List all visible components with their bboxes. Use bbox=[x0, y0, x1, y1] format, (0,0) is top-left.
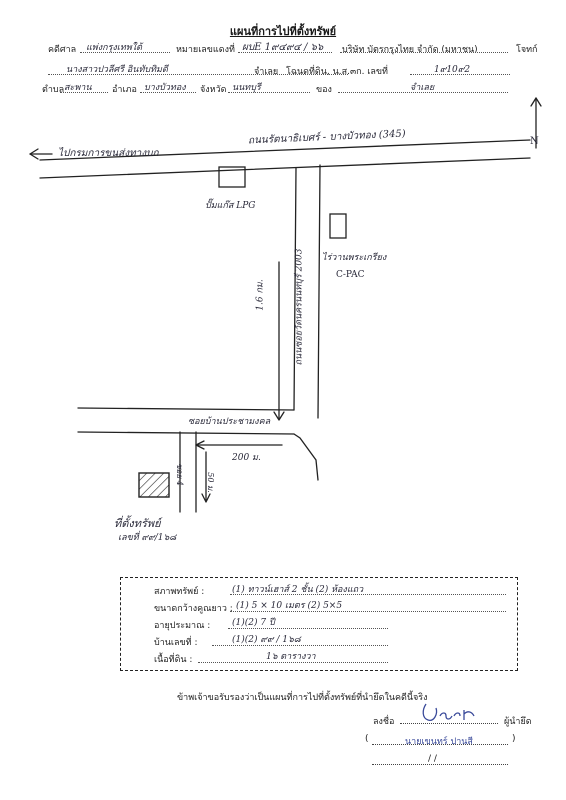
district-label: อำเภอ bbox=[112, 85, 137, 95]
deed-label: โฉนดที่ดิน, น.ส.๓ก. เลขที่ bbox=[286, 67, 388, 77]
close-paren: ) bbox=[512, 734, 516, 744]
type-label: สภาพทรัพย์ : bbox=[154, 587, 205, 597]
north-label: N bbox=[530, 136, 539, 147]
size-label: ขนาดกว้างคูณยาว : bbox=[154, 604, 233, 614]
soi-bottom-edge bbox=[77, 431, 295, 435]
side-road-label: ถนนซอยวัดนครนนทบุรี 2003 bbox=[294, 248, 305, 366]
house-number-field-label: บ้านเลขที่ : bbox=[154, 638, 198, 648]
case-number-value: ผบE 1๙๔๙๔ / ๖๖ bbox=[242, 42, 324, 53]
house-number-value: (1)(2) ๙๙ / 1๖๘ bbox=[232, 635, 301, 645]
province-label: จังหวัด bbox=[200, 85, 227, 95]
soi-distance: 200 ม. bbox=[232, 453, 261, 463]
side-road-distance: 1.6 กม. bbox=[255, 279, 266, 311]
province-value: นนทบุรี bbox=[232, 83, 261, 93]
plaintiff-label: โจทก์ bbox=[516, 45, 538, 55]
restaurant-box bbox=[329, 213, 347, 239]
owner-label: ของ bbox=[316, 85, 332, 95]
date-line: / / bbox=[428, 754, 437, 764]
route-arrow-left-head bbox=[195, 440, 205, 450]
house-number-label: เลขที่ ๙๙/1๖๘ bbox=[118, 533, 177, 543]
deed-value: 1๙10๙2 bbox=[434, 65, 471, 75]
area-value: 1๖ ตารางวา bbox=[266, 652, 316, 662]
district-value: บางบัวทอง bbox=[144, 83, 186, 93]
type-value: (1) ทาวน์เฮาส์ 2 ชั้น (2) ห้องแถว bbox=[232, 585, 364, 595]
plaintiff-name: บริษัท บัตรกรุงไทย จำกัด (มหาชน) bbox=[342, 45, 478, 55]
main-road-top-edge bbox=[39, 139, 531, 161]
junction-curve bbox=[293, 433, 319, 481]
property-box bbox=[138, 472, 170, 498]
defendant-value: นางสาวปวลีศรี อินทับทิมดี bbox=[66, 65, 168, 75]
main-road-bottom-edge bbox=[39, 157, 531, 179]
age-label: อายุประมาณ : bbox=[154, 621, 211, 631]
signature-mark bbox=[422, 703, 475, 721]
area-label: เนื้อที่ดิน : bbox=[154, 655, 193, 665]
case-court-value: แพ่งกรุงเทพใต้ bbox=[86, 43, 142, 53]
sub-soi-distance: 50 ม. bbox=[205, 472, 215, 493]
left-arrow-head bbox=[29, 148, 39, 160]
size-value: (1) 5 × 10 เมตร (2) 5×5 bbox=[236, 601, 343, 611]
subdistrict-label: ตำบล bbox=[42, 85, 65, 95]
signer-name: นายเขนทร์ ปานสี bbox=[405, 737, 473, 747]
restaurant-label: ไร่วานพระเกรียง bbox=[322, 253, 387, 263]
sub-soi-label: ซอย 4 bbox=[174, 463, 184, 486]
case-court-label: คดีศาล bbox=[48, 45, 77, 55]
to-dlt-label: ไปกรมการขนส่งทางบก bbox=[58, 148, 159, 159]
lpg-station-box bbox=[218, 166, 246, 188]
north-arrow-head bbox=[530, 97, 542, 107]
side-road-left-edge bbox=[293, 167, 297, 411]
route-arrow-sub-head bbox=[201, 493, 211, 503]
certify-statement: ข้าพเจ้าขอรับรองว่าเป็นแผนที่การไปที่ตั้… bbox=[177, 693, 428, 703]
sign-label: ลงชื่อ bbox=[373, 717, 395, 727]
route-arrow-down-head bbox=[273, 411, 285, 421]
open-paren: ( bbox=[365, 734, 369, 744]
defendant-label: จำเลย bbox=[254, 67, 279, 77]
soi-top-edge bbox=[77, 407, 295, 411]
property-details-box bbox=[120, 577, 518, 671]
page-title: แผนที่การไปที่ตั้งทรัพย์ bbox=[229, 25, 337, 38]
role-label: ผู้นำยึด bbox=[504, 717, 532, 727]
owner-value: จำเลย bbox=[410, 83, 435, 93]
cpac-label: C-PAC bbox=[336, 270, 365, 280]
side-road-right-edge bbox=[317, 164, 321, 419]
property-label: ที่ตั้งทรัพย์ bbox=[114, 517, 161, 530]
age-value: (1)(2) 7 ปี bbox=[232, 618, 275, 628]
lpg-station-label: ปั๊มแก๊ส LPG bbox=[205, 201, 256, 211]
soi-label: ซอยบ้านประชามงคล bbox=[188, 417, 271, 427]
subdistrict-value: สะพาน bbox=[64, 83, 92, 93]
case-number-label: หมายเลขแดงที่ bbox=[176, 45, 235, 55]
